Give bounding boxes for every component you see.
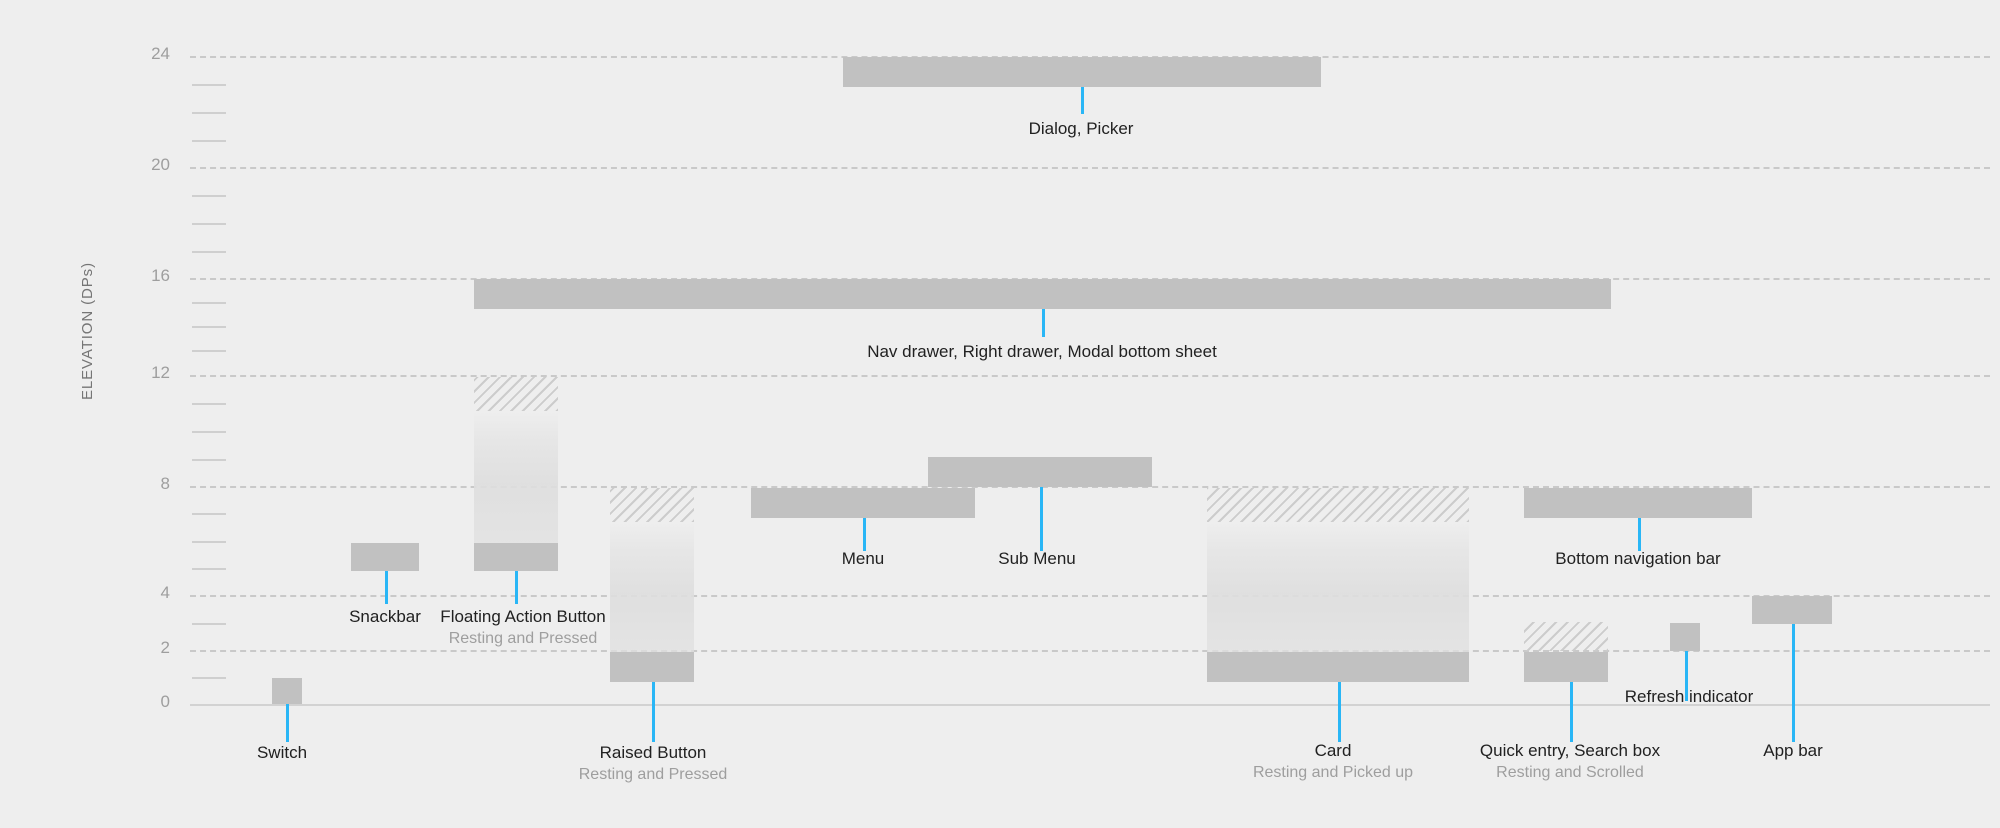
leader-app-bar [1792, 624, 1795, 742]
minor-tick-23 [192, 84, 226, 86]
bar-quick-entry-scrolled-hatch [1524, 622, 1608, 651]
minor-tick-9 [192, 459, 226, 461]
callout-card: Card Resting and Picked up [1253, 740, 1413, 783]
bar-snackbar [351, 543, 419, 571]
minor-tick-14 [192, 326, 226, 328]
callout-title: App bar [1763, 741, 1823, 760]
callout-title: Card [1314, 741, 1352, 760]
gridline-20 [190, 167, 1990, 169]
callout-title: Quick entry, Search box [1479, 741, 1661, 760]
callout-raised-button: Raised Button Resting and Pressed [579, 742, 728, 785]
callout-title: Menu [841, 549, 885, 568]
bar-card-resting [1207, 652, 1469, 682]
callout-title: Nav drawer, Right drawer, Modal bottom s… [867, 342, 1217, 361]
y-tick-label-24: 24 [151, 44, 170, 63]
y-tick-label-0: 0 [160, 692, 170, 711]
minor-tick-11 [192, 403, 226, 405]
bar-raised-button-gradient [610, 522, 694, 652]
callout-sublabel: Resting and Picked up [1252, 764, 1414, 781]
callout-nav-drawer: Nav drawer, Right drawer, Modal bottom s… [867, 341, 1217, 363]
bar-app-bar [1752, 596, 1832, 624]
gridline-12 [190, 375, 1990, 377]
leader-switch [286, 704, 289, 742]
callout-sublabel: Resting and Pressed [448, 630, 598, 647]
minor-tick-7 [192, 513, 226, 515]
leader-bottom-nav-bar [1638, 518, 1641, 551]
bar-dialog-picker [843, 57, 1321, 87]
bar-fab-resting [474, 543, 558, 571]
callout-bottom-navigation-bar: Bottom navigation bar [1555, 548, 1720, 570]
callout-title: Refresh indicator [1624, 687, 1754, 706]
y-tick-label-2: 2 [160, 638, 170, 657]
minor-tick-19 [192, 195, 226, 197]
gridline-2 [190, 650, 1990, 652]
callout-title: Snackbar [349, 607, 421, 626]
y-tick-label-16: 16 [151, 266, 170, 285]
callout-refresh-indicator: Refresh indicator [1625, 686, 1754, 708]
leader-quick-entry [1570, 682, 1573, 742]
minor-tick-3 [192, 623, 226, 625]
bar-nav-drawer [474, 279, 1611, 309]
bar-menu [751, 488, 975, 518]
leader-dialog-picker [1081, 87, 1084, 114]
bar-fab-pressed-hatch [474, 377, 558, 411]
gridline-4 [190, 595, 1990, 597]
minor-tick-6 [192, 541, 226, 543]
callout-dialog-picker: Dialog, Picker [1029, 118, 1134, 140]
callout-title: Sub Menu [998, 549, 1076, 568]
leader-menu [863, 518, 866, 551]
callout-app-bar: App bar [1763, 740, 1823, 762]
callout-sub-menu: Sub Menu [998, 548, 1076, 570]
minor-tick-21 [192, 140, 226, 142]
leader-raised-button [652, 682, 655, 742]
bar-card-pickedup-hatch [1207, 488, 1469, 522]
bar-raised-button-resting [610, 652, 694, 682]
callout-snackbar: Snackbar [349, 606, 421, 628]
bar-fab-gradient [474, 411, 558, 543]
gridline-8 [190, 486, 1990, 488]
callout-title: Raised Button [599, 743, 707, 762]
minor-tick-22 [192, 112, 226, 114]
y-tick-label-20: 20 [151, 155, 170, 174]
y-axis-title: ELEVATION (DPs) [79, 262, 96, 400]
leader-sub-menu [1040, 487, 1043, 551]
leader-fab [515, 571, 518, 604]
minor-tick-5 [192, 568, 226, 570]
bar-raised-button-pressed-hatch [610, 488, 694, 522]
minor-tick-15 [192, 302, 226, 304]
leader-refresh-indicator [1685, 651, 1688, 701]
minor-tick-1 [192, 677, 226, 679]
minor-tick-18 [192, 223, 226, 225]
callout-title: Bottom navigation bar [1555, 549, 1721, 568]
callout-sublabel: Resting and Scrolled [1496, 764, 1644, 781]
callout-switch: Switch [257, 742, 307, 764]
y-tick-label-4: 4 [160, 583, 170, 602]
callout-quick-entry-search-box: Quick entry, Search box Resting and Scro… [1480, 740, 1660, 783]
leader-card [1338, 682, 1341, 742]
leader-nav-drawer [1042, 309, 1045, 337]
gridline-0-baseline [190, 704, 1990, 706]
minor-tick-13 [192, 350, 226, 352]
leader-snackbar [385, 571, 388, 604]
bar-bottom-navigation-bar [1524, 488, 1752, 518]
minor-tick-10 [192, 431, 226, 433]
callout-title: Dialog, Picker [1028, 119, 1134, 138]
y-tick-label-12: 12 [151, 363, 170, 382]
callout-menu: Menu [842, 548, 885, 570]
y-tick-label-8: 8 [160, 474, 170, 493]
bar-switch [272, 678, 302, 704]
callout-title: Floating Action Button [440, 607, 606, 626]
bar-card-gradient [1207, 522, 1469, 652]
bar-sub-menu [928, 457, 1152, 487]
callout-sublabel: Resting and Pressed [578, 766, 728, 783]
minor-tick-17 [192, 251, 226, 253]
bar-refresh-indicator [1670, 623, 1700, 651]
callout-floating-action-button: Floating Action Button Resting and Press… [440, 606, 605, 649]
callout-title: Switch [256, 743, 308, 762]
bar-quick-entry-resting [1524, 652, 1608, 682]
